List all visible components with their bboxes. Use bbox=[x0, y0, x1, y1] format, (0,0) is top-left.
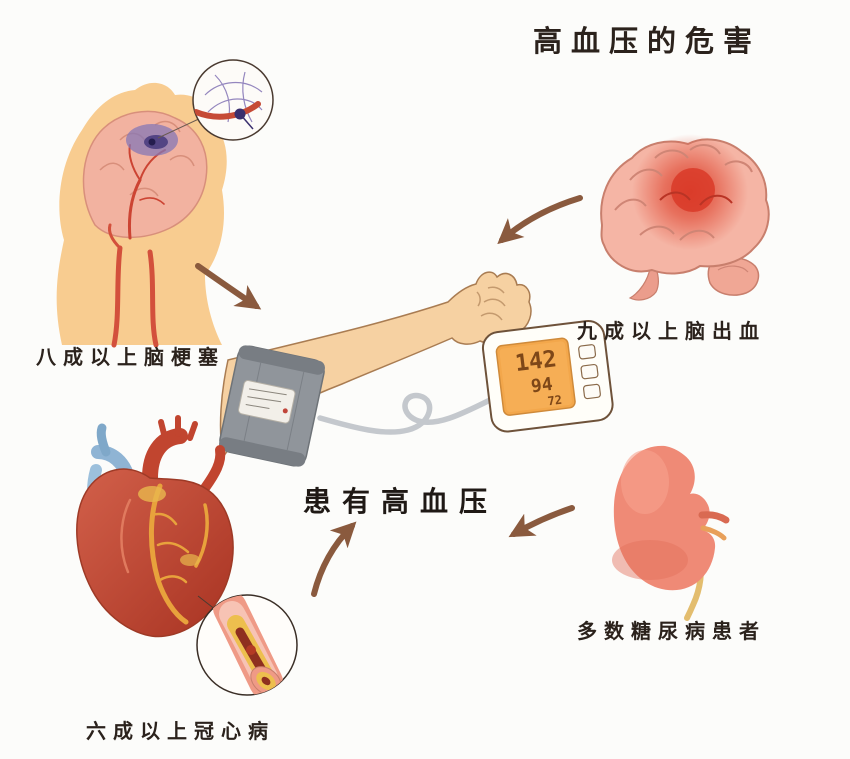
monitor-buttons[interactable] bbox=[578, 344, 601, 400]
finger-lines bbox=[476, 286, 506, 321]
magnifier-content-vessels bbox=[193, 71, 263, 130]
cerebellum bbox=[707, 256, 760, 296]
cuff-label-patch bbox=[238, 380, 296, 424]
arrow-heart-to-center bbox=[311, 521, 357, 597]
bp-monitor-device: 142 94 72 bbox=[481, 320, 614, 433]
arrow-kidney-to-center bbox=[508, 505, 575, 538]
infarct-core bbox=[144, 135, 168, 149]
arrow-head-to-center bbox=[195, 263, 262, 310]
label-diabetes-patients: 多数糖尿病患者 bbox=[577, 619, 766, 643]
label-coronary-disease: 六成以上冠心病 bbox=[86, 719, 275, 743]
renal-vessels bbox=[698, 511, 730, 541]
cerebrum-gyri-lines bbox=[614, 144, 753, 273]
magnifier-leader-line bbox=[157, 116, 204, 139]
bp-pulse-value: 72 bbox=[547, 393, 563, 409]
bp-systolic-value: 142 bbox=[514, 346, 558, 377]
kidney-highlight bbox=[621, 450, 669, 514]
epicardial-fat bbox=[138, 486, 166, 502]
brain-hemorrhage-illustration bbox=[600, 134, 770, 301]
arrow-brain-to-center bbox=[497, 195, 583, 245]
bp-diastolic-value: 94 bbox=[530, 374, 554, 398]
hemorrhage-core bbox=[671, 168, 715, 212]
kidney-shading bbox=[612, 540, 688, 580]
epicardial-fat-2 bbox=[180, 554, 200, 566]
label-cerebral-hemorrhage: 九成以上脑出血 bbox=[577, 319, 766, 343]
coronary-arteries bbox=[120, 483, 209, 625]
air-tube bbox=[317, 392, 493, 435]
label-cerebral-infarction: 八成以上脑梗塞 bbox=[36, 345, 225, 369]
head-infarction-illustration bbox=[56, 59, 274, 348]
brainstem bbox=[628, 267, 659, 301]
center-label-hypertension: 患有高血压 bbox=[303, 485, 499, 518]
kidney-illustration bbox=[612, 445, 730, 621]
bp-cuff bbox=[219, 345, 325, 467]
clot-dot bbox=[148, 138, 156, 146]
heart-coronary-illustration bbox=[76, 415, 298, 696]
page-title: 高血压的危害 bbox=[533, 24, 762, 58]
carotid-arteries bbox=[108, 223, 159, 348]
magnifier-circle-top bbox=[192, 59, 274, 141]
flow-arrows bbox=[195, 195, 583, 597]
magnifier-content-artery bbox=[213, 595, 283, 695]
arm-bp-monitor-illustration: 142 94 72 bbox=[219, 271, 614, 467]
